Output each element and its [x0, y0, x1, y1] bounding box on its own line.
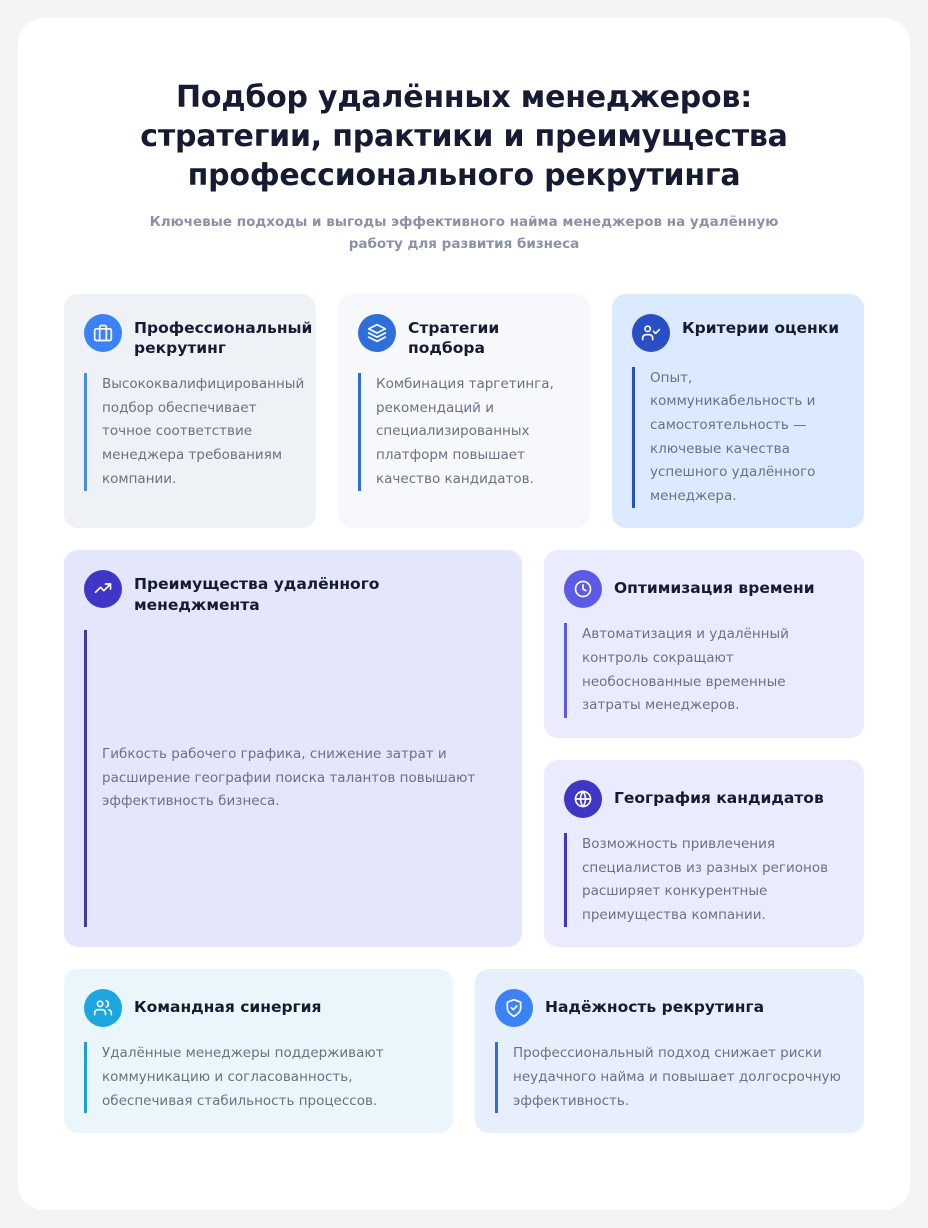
- card-title: Критерии оценки: [682, 318, 840, 337]
- card-title: Оптимизация времени: [614, 579, 815, 598]
- card-title: Преимущества удалённого менеджмента: [134, 575, 380, 614]
- globe-icon: [564, 779, 602, 818]
- card-title: Профессиональный рекрутинг: [134, 318, 313, 357]
- users-icon: [84, 989, 122, 1028]
- feature-row-1: Профессиональный рекрутинг Высококвалифи…: [64, 293, 864, 529]
- feature-row-2: Преимущества удалённого менеджмента Гибк…: [64, 550, 864, 948]
- card-title: География кандидатов: [614, 788, 824, 807]
- card-body: Комбинация таргетинга, рекомендаций и сп…: [358, 373, 570, 492]
- clock-icon: [564, 570, 602, 609]
- card-body: Профессиональный подход снижает риски не…: [495, 1042, 844, 1114]
- card-body: Удалённые менеджеры поддерживают коммуни…: [84, 1042, 433, 1114]
- shield-check-icon: [495, 989, 533, 1028]
- card-team-synergy[interactable]: Командная синергия Удалённые менеджеры п…: [64, 969, 453, 1134]
- card-header: Командная синергия: [84, 989, 433, 1028]
- card-body: Опыт, коммуникабельность и самостоятельн…: [632, 366, 844, 509]
- card-body: Возможность привлечения специалистов из …: [564, 832, 844, 928]
- feature-column-left: Преимущества удалённого менеджмента Гибк…: [64, 550, 522, 948]
- card-title: Надёжность рекрутинга: [545, 998, 765, 1017]
- layers-icon: [358, 313, 396, 352]
- card-recruiting-reliability[interactable]: Надёжность рекрутинга Профессиональный п…: [475, 969, 864, 1134]
- trending-up-icon: [84, 570, 122, 609]
- card-header: Профессиональный рекрутинг: [84, 313, 312, 358]
- page-container: Подбор удалённых менеджеров: стратегии, …: [18, 18, 910, 1210]
- card-body: Автоматизация и удалённый контроль сокра…: [564, 623, 844, 718]
- card-evaluation-criteria[interactable]: Критерии оценки Опыт, коммуникабельность…: [612, 293, 864, 529]
- card-title: Стратегии подбора: [408, 318, 500, 357]
- card-candidate-geography[interactable]: География кандидатов Возможность привлеч…: [544, 759, 864, 948]
- card-title: Командная синергия: [134, 998, 322, 1017]
- feature-column-right: Оптимизация времени Автоматизация и удал…: [544, 550, 864, 948]
- card-header: Критерии оценки: [632, 313, 844, 352]
- card-professional-recruiting[interactable]: Профессиональный рекрутинг Высококвалифи…: [64, 293, 316, 529]
- card-header: География кандидатов: [564, 779, 844, 818]
- card-header: Надёжность рекрутинга: [495, 989, 844, 1028]
- feature-row-3: Командная синергия Удалённые менеджеры п…: [64, 969, 864, 1134]
- card-header: Преимущества удалённого менеджмента: [84, 570, 502, 614]
- card-time-optimization[interactable]: Оптимизация времени Автоматизация и удал…: [544, 550, 864, 738]
- card-header: Стратегии подбора: [358, 313, 570, 358]
- user-check-icon: [632, 313, 670, 352]
- briefcase-icon: [84, 313, 122, 352]
- card-header: Оптимизация времени: [564, 570, 844, 609]
- card-body: Высококвалифицированный подбор обеспечив…: [84, 373, 304, 492]
- card-selection-strategies[interactable]: Стратегии подбора Комбинация таргетинга,…: [338, 293, 590, 529]
- page-title: Подбор удалённых менеджеров: стратегии, …: [140, 80, 788, 193]
- page-subtitle: Ключевые подходы и выгоды эффективного н…: [149, 214, 779, 252]
- card-remote-management-benefits[interactable]: Преимущества удалённого менеджмента Гибк…: [64, 550, 522, 948]
- card-body: Гибкость рабочего графика, снижение затр…: [84, 629, 502, 928]
